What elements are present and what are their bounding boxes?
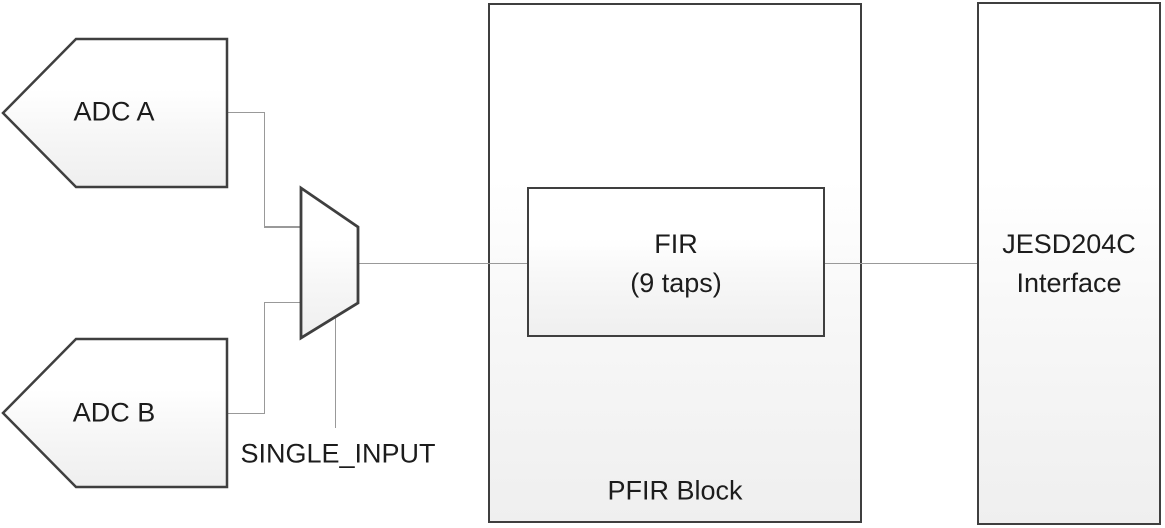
adc-a-label: ADC A bbox=[73, 96, 155, 127]
fir-label-line1: FIR bbox=[654, 229, 698, 259]
adc-a-shape bbox=[1, 37, 229, 189]
fir-label: FIR (9 taps) bbox=[630, 225, 722, 303]
jesd204c-label: JESD204C Interface bbox=[1002, 225, 1136, 303]
pfir-block-label: PFIR Block bbox=[607, 475, 743, 506]
connector-adc-a-seg2 bbox=[263, 111, 265, 228]
single-input-label: SINGLE_INPUT bbox=[240, 438, 436, 469]
connector-adc-a-seg3 bbox=[263, 226, 301, 228]
connector-adc-b-seg1 bbox=[227, 412, 265, 414]
adc-b-shape bbox=[1, 337, 229, 489]
mux-shape bbox=[299, 185, 360, 341]
connector-adc-b-seg2 bbox=[263, 301, 265, 414]
fir-label-line2: (9 taps) bbox=[630, 268, 722, 298]
fir-box bbox=[527, 187, 825, 337]
connector-adc-b-seg3 bbox=[263, 301, 301, 303]
adc-b-label: ADC B bbox=[72, 397, 156, 428]
jesd204c-label-line1: JESD204C bbox=[1002, 229, 1136, 259]
connector-single-input bbox=[334, 317, 336, 428]
connector-adc-a-seg1 bbox=[227, 111, 265, 113]
jesd204c-block bbox=[977, 2, 1161, 525]
jesd204c-label-line2: Interface bbox=[1016, 268, 1122, 298]
